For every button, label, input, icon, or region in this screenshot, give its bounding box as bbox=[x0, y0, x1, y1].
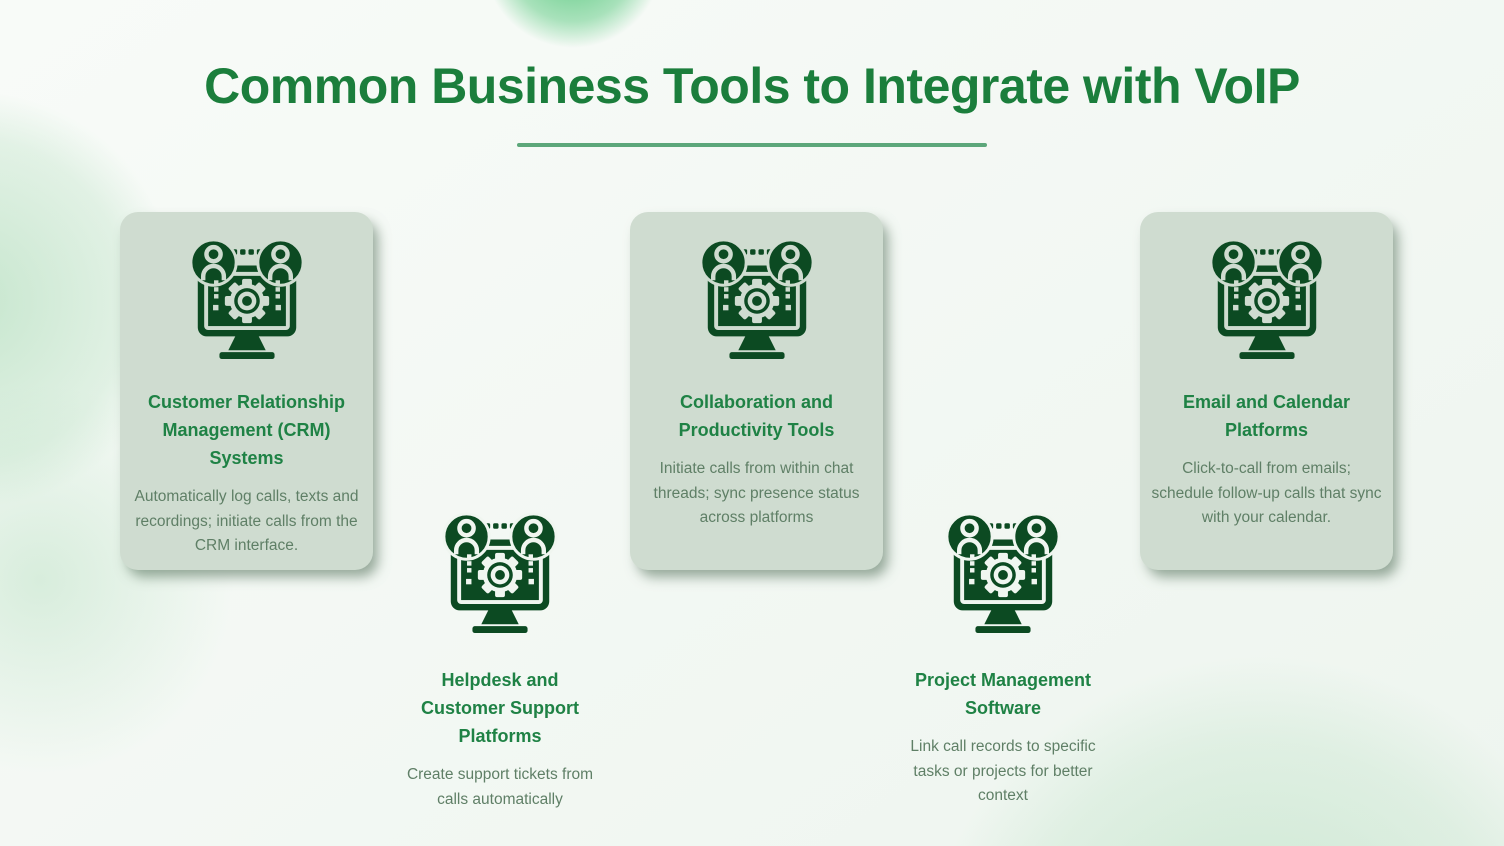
card-email-calendar: Email and Calendar Platforms Click-to-ca… bbox=[1140, 212, 1393, 570]
item-description: Link call records to specific tasks or p… bbox=[910, 738, 1096, 804]
team-settings-monitor-icon bbox=[436, 510, 564, 636]
team-settings-monitor-icon bbox=[183, 236, 311, 362]
item-description: Create support tickets from calls automa… bbox=[406, 766, 594, 808]
team-settings-monitor-icon bbox=[693, 236, 821, 362]
item-description: Initiate calls from within chat threads;… bbox=[653, 460, 860, 526]
item-title: Collaboration and Productivity Tools bbox=[678, 392, 835, 440]
item-description: Click-to-call from emails; schedule foll… bbox=[1151, 460, 1382, 526]
card-crm-systems: Customer Relationship Management (CRM) S… bbox=[120, 212, 373, 570]
item-title: Customer Relationship Management (CRM) S… bbox=[147, 392, 346, 468]
title-underline bbox=[517, 143, 987, 147]
group-helpdesk: Helpdesk and Customer Support Platforms … bbox=[370, 510, 630, 812]
group-project-management: Project Management Software Link call re… bbox=[873, 510, 1133, 809]
item-description: Automatically log calls, texts and recor… bbox=[134, 488, 359, 554]
item-title: Email and Calendar Platforms bbox=[1182, 392, 1351, 440]
item-title: Helpdesk and Customer Support Platforms bbox=[420, 670, 579, 746]
page-title: Common Business Tools to Integrate with … bbox=[204, 58, 1300, 114]
card-collaboration-tools: Collaboration and Productivity Tools Ini… bbox=[630, 212, 883, 570]
team-settings-monitor-icon bbox=[1203, 236, 1331, 362]
team-settings-monitor-icon bbox=[939, 510, 1067, 636]
item-title: Project Management Software bbox=[914, 670, 1092, 718]
